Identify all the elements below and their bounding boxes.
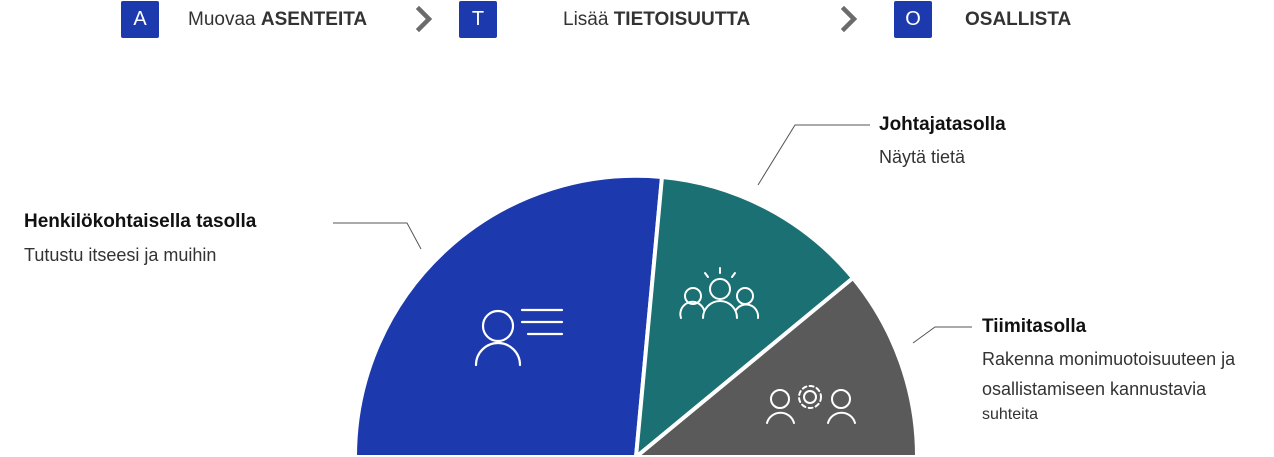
team-gear-icon xyxy=(766,385,856,424)
segment-leader xyxy=(634,175,855,457)
segment-team xyxy=(634,276,920,457)
leader-line-team xyxy=(912,326,972,344)
chevron-right-icon xyxy=(840,6,858,32)
step-a-text: Muovaa ASENTEITA xyxy=(188,9,367,31)
label-leader-title: Johtajatasolla xyxy=(879,114,1006,135)
label-team-desc-1: Rakenna monimuotoisuuteen ja xyxy=(982,349,1236,369)
label-personal-desc: Tutustu itseesi ja muihin xyxy=(24,245,217,265)
step-t-badge: T xyxy=(459,1,497,38)
step-a-badge: A xyxy=(121,1,159,38)
leader-line-personal xyxy=(333,222,422,250)
label-team-desc-2: osallistamiseen kannustavia xyxy=(982,379,1207,399)
label-leader-desc: Näytä tietä xyxy=(879,147,966,167)
step-a-prefix: Muovaa xyxy=(188,9,261,30)
step-o-bold: OSALLISTA xyxy=(965,9,1072,30)
step-a-letter: A xyxy=(133,8,147,30)
label-personal-title: Henkilökohtaisella tasolla xyxy=(24,211,257,232)
step-a-bold: ASENTEITA xyxy=(260,9,368,30)
step-t-letter: T xyxy=(471,8,485,30)
step-o-text: OSALLISTA xyxy=(965,9,1071,31)
person-profile-icon xyxy=(474,308,564,367)
step-o-badge: O xyxy=(894,1,932,38)
label-team-title: Tiimitasolla xyxy=(982,316,1087,337)
label-team-desc-3: suhteita xyxy=(982,406,1039,423)
step-t-text: Lisää TIETOISUUTTA xyxy=(563,9,750,31)
chevron-right-icon xyxy=(415,6,433,32)
group-spark-icon xyxy=(679,267,760,319)
step-o-letter: O xyxy=(905,8,921,30)
leader-line-leader xyxy=(757,124,870,186)
step-t-bold: TIETOISUUTTA xyxy=(613,9,751,30)
step-t-prefix: Lisää xyxy=(563,9,614,30)
